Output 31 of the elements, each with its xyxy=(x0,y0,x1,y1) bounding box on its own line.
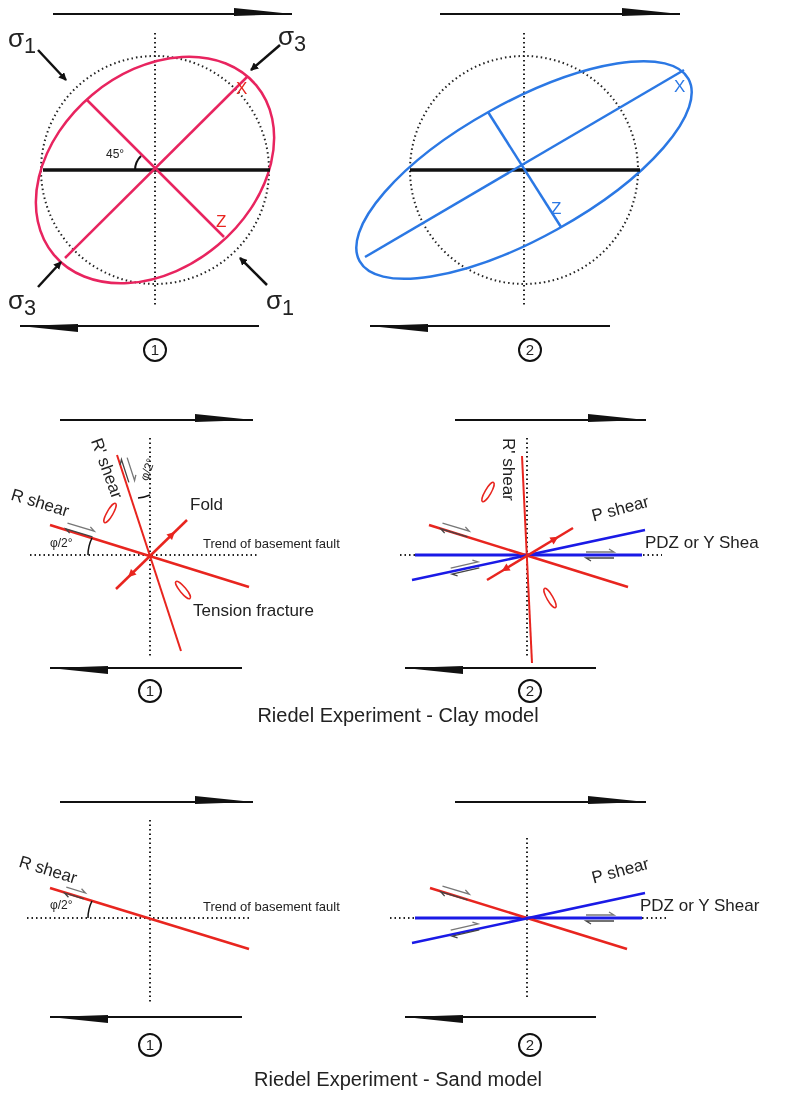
caption: Riedel Experiment - Sand model xyxy=(254,1068,542,1090)
fault-label: Fold xyxy=(190,496,224,515)
axis-label: X xyxy=(674,78,686,97)
fault-label: Trend of basement fault xyxy=(203,537,340,552)
angle-label: φ/2° xyxy=(50,537,73,551)
stage-number: 2 xyxy=(518,1033,542,1057)
angle-label: φ/2° xyxy=(138,456,159,483)
stress-label: σ$_{1}$ xyxy=(266,286,295,320)
fault-label: R shear xyxy=(16,853,79,889)
axis-label: X xyxy=(236,80,248,99)
angle-label: φ/2° xyxy=(50,899,73,913)
fault-label: R shear xyxy=(8,486,71,522)
stage-number: 1 xyxy=(143,338,167,362)
stress-label: σ$_{1}$ xyxy=(8,24,37,58)
caption: Riedel Experiment - Clay model xyxy=(257,704,539,726)
fault-label: Trend of basement fault xyxy=(203,900,340,915)
axis-label: Z xyxy=(216,213,227,232)
fault-label: PDZ or Y Shear xyxy=(640,897,760,916)
fault-label: P shear xyxy=(590,492,652,527)
fault-label: PDZ or Y Shea xyxy=(645,534,759,553)
stage-number: 1 xyxy=(138,679,162,703)
fault-label: Tension fracture xyxy=(193,602,315,621)
fault-label: P shear xyxy=(590,854,652,889)
fault-label: R' shear xyxy=(86,436,126,502)
stress-label: σ$_{3}$ xyxy=(8,286,37,320)
angle-label: 45° xyxy=(106,148,125,162)
stage-number: 2 xyxy=(518,338,542,362)
stage-number: 1 xyxy=(138,1033,162,1057)
stress-label: σ$_{3}$ xyxy=(278,22,307,56)
stage-number: 2 xyxy=(518,679,542,703)
fault-label: R' shear xyxy=(498,438,517,501)
